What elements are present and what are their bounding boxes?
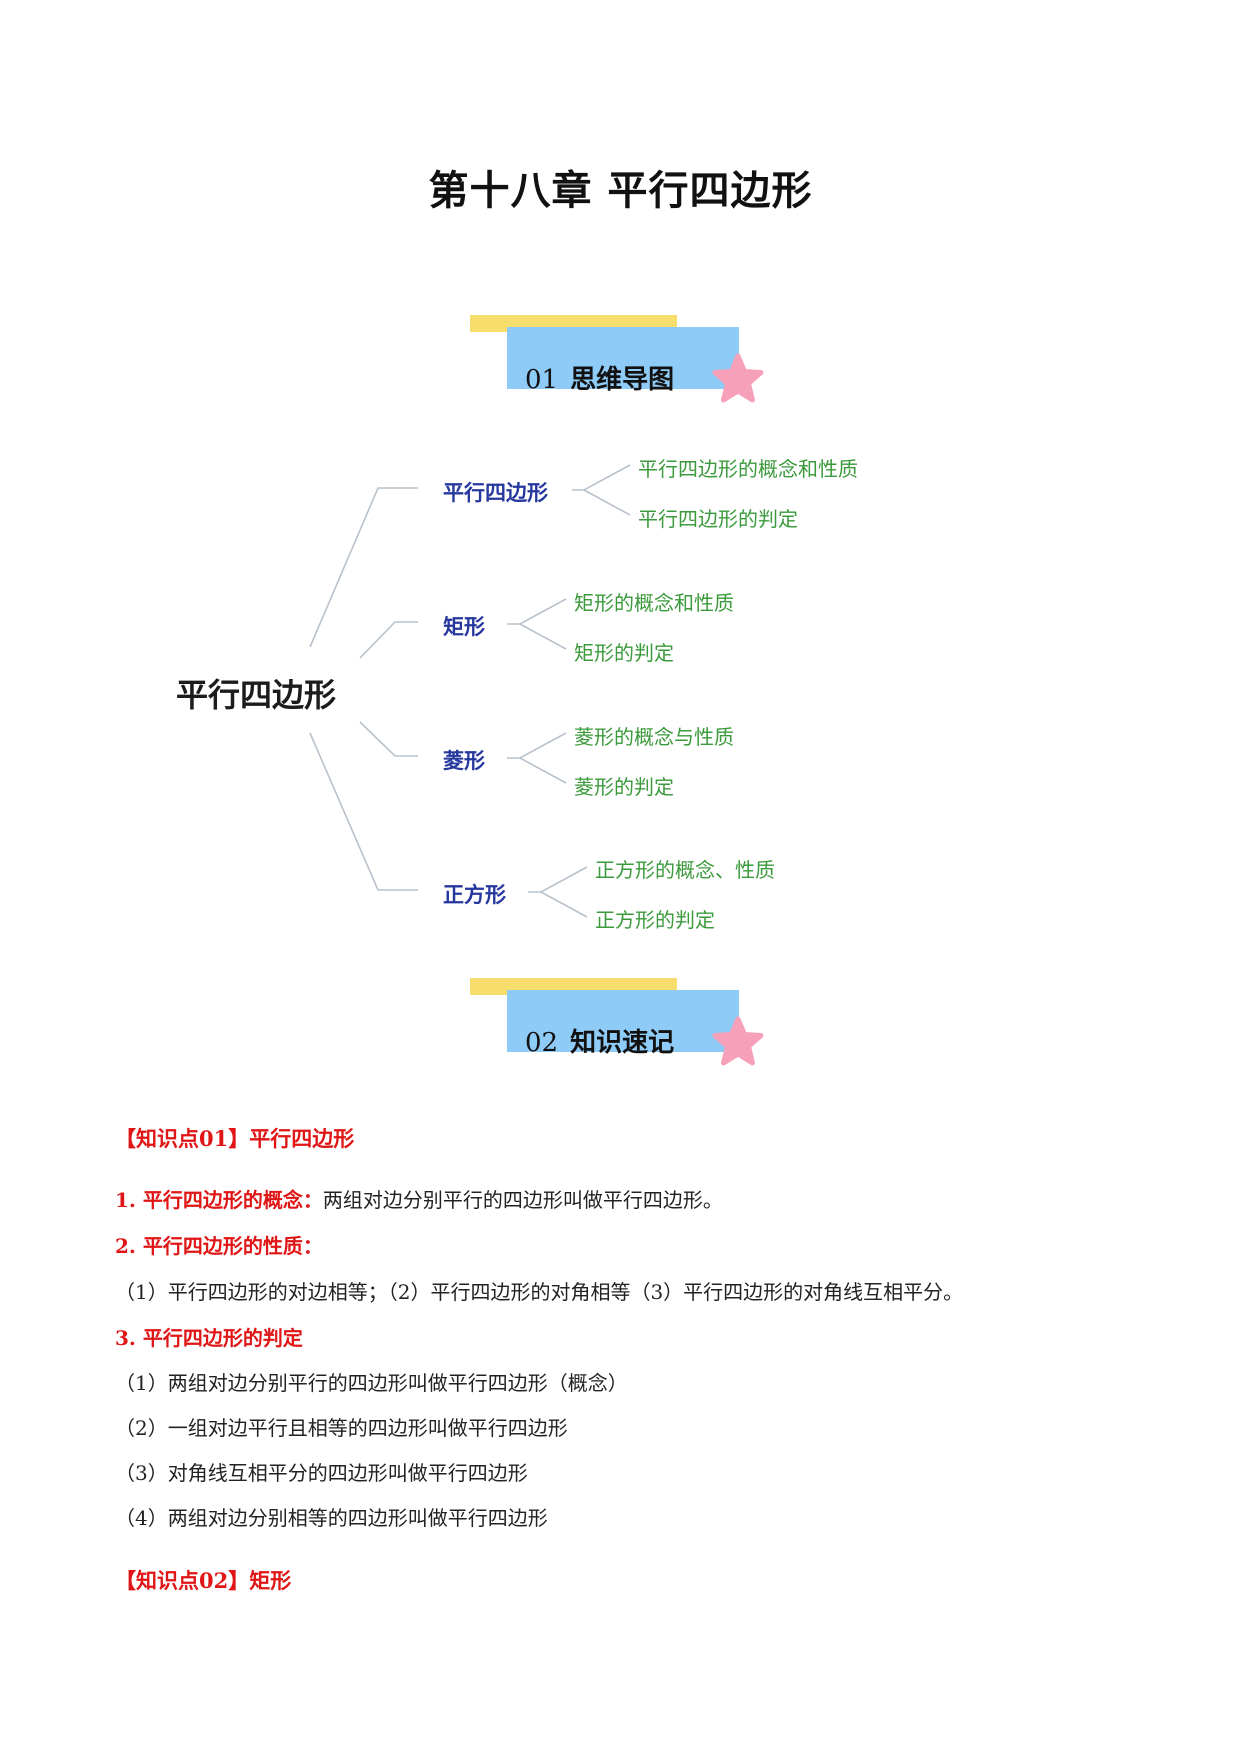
mindmap-leaf: 菱形的判定 bbox=[574, 775, 674, 799]
item-heading: 1. 平行四边形的概念： bbox=[115, 1188, 323, 1212]
connector-b4-leaf-2 bbox=[540, 891, 588, 918]
knowledge-point-heading: 【知识点02】矩形 bbox=[115, 1568, 292, 1593]
item-heading: 2. 平行四边形的性质： bbox=[115, 1234, 323, 1258]
mindmap-branch-square: 正方形 bbox=[443, 883, 506, 907]
section-heading: 01 思维导图 bbox=[525, 359, 674, 396]
connector-root-branch-3 bbox=[359, 721, 418, 757]
knowledge-point-heading: 【知识点01】平行四边形 bbox=[115, 1126, 355, 1151]
mindmap-leaf: 正方形的概念、性质 bbox=[595, 858, 775, 882]
connector-b3-leaf-2 bbox=[519, 757, 567, 784]
knowledge-item: 3. 平行四边形的判定 bbox=[115, 1322, 303, 1351]
section-number: 01 bbox=[525, 365, 559, 395]
item-body: 两组对边分别平行的四边形叫做平行四边形。 bbox=[322, 1188, 723, 1212]
connector-b3-leaf-1 bbox=[507, 732, 567, 759]
page-title: 第十八章 平行四边形 bbox=[428, 168, 813, 214]
section-heading: 02 知识速记 bbox=[525, 1022, 674, 1059]
connector-b1-leaf-1 bbox=[572, 464, 631, 491]
connector-b2-leaf-1 bbox=[507, 598, 567, 625]
connector-root-branch-2 bbox=[359, 621, 418, 659]
section-title: 思维导图 bbox=[570, 365, 675, 395]
mindmap-branch-parallelogram: 平行四边形 bbox=[443, 481, 548, 505]
section-banner-knowledge: 02 知识速记 bbox=[470, 978, 770, 1070]
banner-blue-block bbox=[507, 990, 739, 1052]
section-banner-mindmap: 01 思维导图 bbox=[470, 315, 770, 407]
item-heading: 3. 平行四边形的判定 bbox=[115, 1326, 303, 1350]
mindmap-branch-rhombus: 菱形 bbox=[443, 749, 485, 773]
mindmap-leaf: 平行四边形的概念和性质 bbox=[638, 457, 858, 481]
knowledge-item: 2. 平行四边形的性质： bbox=[115, 1230, 323, 1259]
connector-b4-leaf-1 bbox=[528, 866, 588, 893]
knowledge-item: 1. 平行四边形的概念：两组对边分别平行的四边形叫做平行四边形。 bbox=[115, 1184, 723, 1213]
banner-blue-block bbox=[507, 327, 739, 389]
section-title: 知识速记 bbox=[570, 1028, 675, 1058]
mindmap-leaf: 菱形的概念与性质 bbox=[574, 725, 734, 749]
knowledge-line: （1）两组对边分别平行的四边形叫做平行四边形（概念） bbox=[115, 1371, 628, 1395]
mindmap-leaf: 平行四边形的判定 bbox=[638, 507, 798, 531]
connector-root-branch-4 bbox=[309, 732, 418, 891]
connector-b2-leaf-2 bbox=[519, 623, 567, 650]
knowledge-line: （2）一组对边平行且相等的四边形叫做平行四边形 bbox=[115, 1416, 568, 1440]
mindmap-root: 平行四边形 bbox=[176, 676, 337, 714]
star-icon bbox=[712, 1016, 764, 1066]
star-icon bbox=[712, 353, 764, 403]
mindmap-leaf: 矩形的概念和性质 bbox=[574, 591, 734, 615]
knowledge-line: （4）两组对边分别相等的四边形叫做平行四边形 bbox=[115, 1506, 548, 1530]
mindmap-leaf: 正方形的判定 bbox=[595, 908, 715, 932]
connector-root-branch-1 bbox=[309, 487, 418, 648]
connector-b1-leaf-2 bbox=[583, 489, 631, 516]
mindmap-leaf: 矩形的判定 bbox=[574, 641, 674, 665]
mindmap-branch-rectangle: 矩形 bbox=[443, 615, 485, 639]
knowledge-line: （1）平行四边形的对边相等；（2）平行四边形的对角相等（3）平行四边形的对角线互… bbox=[115, 1280, 964, 1304]
section-number: 02 bbox=[525, 1028, 559, 1058]
knowledge-line: （3）对角线互相平分的四边形叫做平行四边形 bbox=[115, 1461, 528, 1485]
